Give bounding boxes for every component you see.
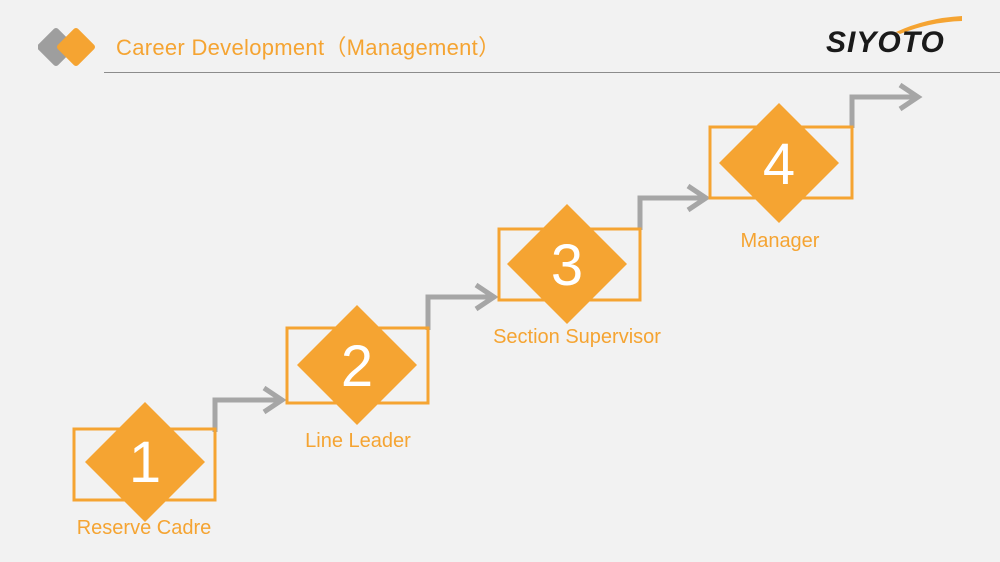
step-label-line-leader: Line Leader (305, 430, 411, 452)
siyoto-logo: SIYOTO (826, 14, 962, 62)
step-arrow-4-out (849, 82, 923, 128)
step-1-box: 1 (72, 402, 217, 522)
step-arrow-1-to-2 (212, 385, 287, 432)
step-2-box: 2 (285, 305, 430, 425)
header-divider (104, 72, 1000, 73)
step-label-reserve-cadre: Reserve Cadre (76, 517, 212, 539)
page-title: Career Development（Management） (116, 35, 501, 60)
step-arrow-3-to-4 (637, 183, 711, 230)
double-diamond-icon (38, 28, 95, 66)
logo-swoosh-icon (896, 16, 962, 34)
step-number-2: 2 (341, 334, 373, 399)
step-label-section-supervisor: Section Supervisor (493, 326, 661, 348)
step-number-3: 3 (551, 233, 583, 298)
step-3-box: 3 (497, 204, 642, 324)
step-number-1: 1 (129, 430, 161, 495)
logo-text: SIYOTO (826, 26, 945, 59)
step-arrow-2-to-3 (425, 282, 499, 330)
step-4-box: 4 (708, 103, 854, 223)
step-number-4: 4 (763, 132, 795, 197)
step-label-manager: Manager (740, 230, 820, 252)
